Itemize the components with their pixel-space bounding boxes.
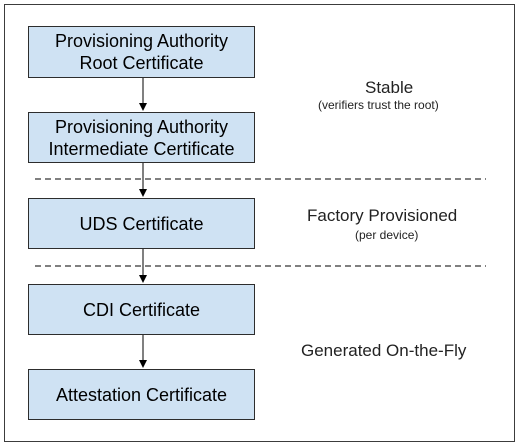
node-label-line: UDS Certificate [79, 213, 204, 234]
node-cdi-certificate: CDI Certificate [28, 284, 255, 335]
node-pa-intermediate-certificate: Provisioning Authority Intermediate Cert… [28, 112, 255, 163]
node-attestation-certificate: Attestation Certificate [28, 369, 255, 420]
diagram-frame [4, 4, 515, 442]
node-label-line: Attestation Certificate [55, 384, 228, 405]
node-label-line: CDI Certificate [82, 299, 201, 320]
zone-stable-title: Stable [365, 78, 414, 97]
zone-stable-subtitle: (verifiers trust the root) [318, 98, 439, 112]
node-label-line: Provisioning Authority [54, 116, 229, 137]
node-label-line: Provisioning Authority [54, 31, 229, 51]
zone-factory-subtitle: (per device) [355, 228, 419, 242]
zone-generated-title: Generated On-the-Fly [301, 341, 467, 360]
node-label-line: Root Certificate [79, 53, 204, 73]
zone-factory-title: Factory Provisioned [307, 206, 458, 225]
node-uds-certificate: UDS Certificate [28, 198, 255, 249]
node-pa-root-certificate: Provisioning Authority Root Certificate [28, 26, 255, 78]
node-label-line: Intermediate Certificate [48, 138, 235, 159]
